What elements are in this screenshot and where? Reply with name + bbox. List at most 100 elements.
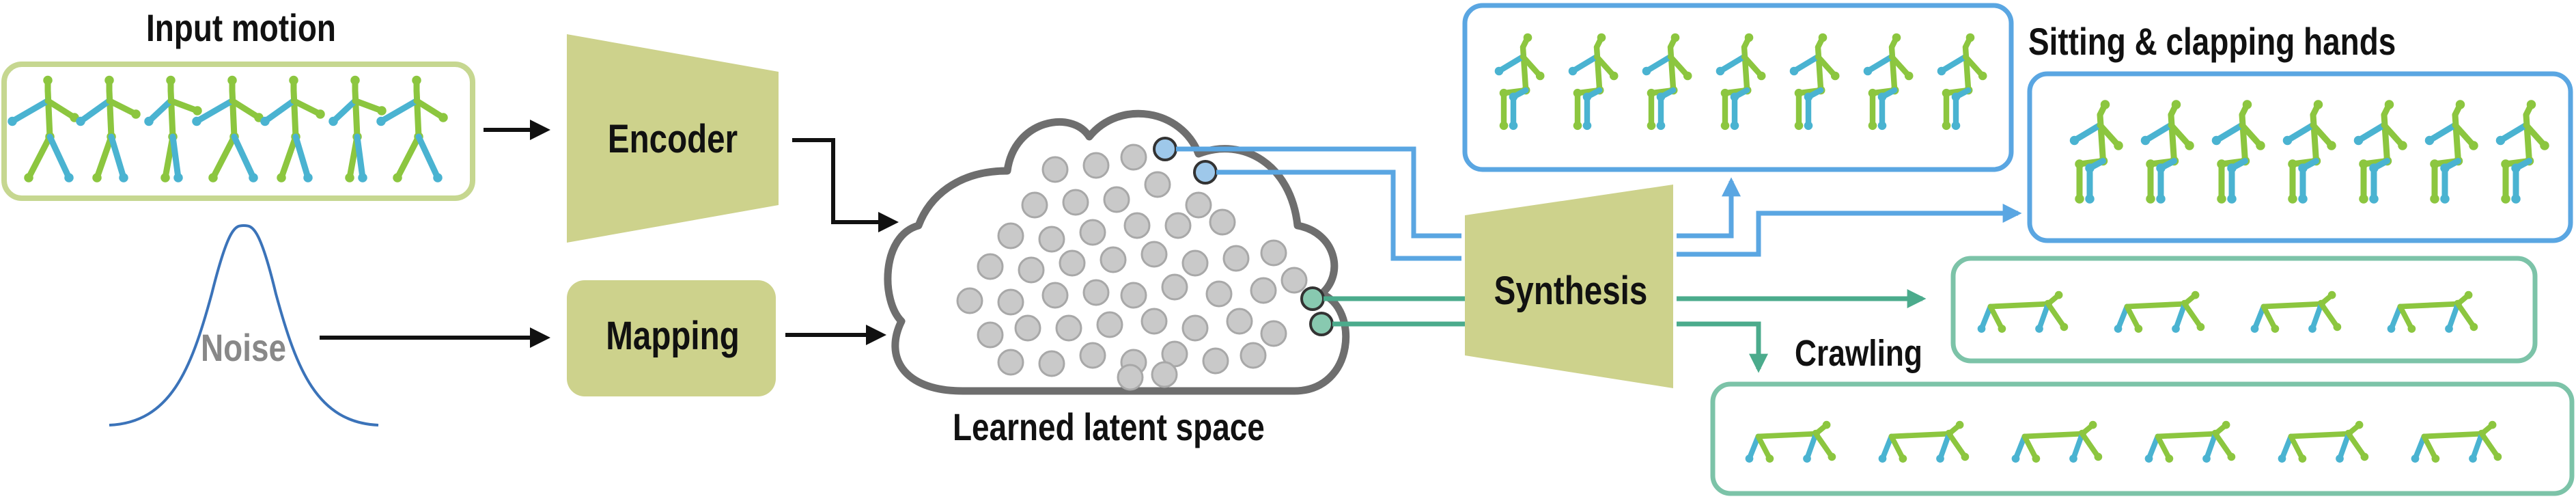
stick-figure-icon [76, 75, 141, 182]
latent-dot [1280, 267, 1308, 294]
latent-dot [1209, 208, 1236, 236]
crawling-frame-right [1950, 256, 2538, 364]
latent-dot [1161, 273, 1188, 301]
latent-dot [1140, 308, 1168, 335]
stick-figure-icon [2495, 100, 2549, 204]
latent-dot [1226, 308, 1253, 335]
latent-dot [1041, 282, 1069, 309]
sitting-frame-top [1462, 3, 2014, 172]
stick-figure-icon [2211, 100, 2265, 204]
latent-code-teal-1 [1300, 286, 1325, 311]
encoder-block [567, 34, 779, 243]
latent-dot [1117, 364, 1144, 391]
latent-dot [1038, 350, 1065, 377]
stick-figure-icon [2282, 100, 2336, 204]
latent-dot [1144, 171, 1171, 198]
bell-curve-icon [109, 224, 379, 426]
stick-figure-icon [2411, 420, 2502, 463]
latent-dot [1062, 189, 1089, 216]
latent-dot [956, 287, 983, 314]
stick-figure-icon [8, 75, 79, 182]
latent-dot [1103, 186, 1130, 213]
stick-figure-icon [1863, 33, 1914, 131]
latent-dot [1260, 320, 1287, 347]
stick-figure-icon [2353, 100, 2407, 204]
latent-dot [1038, 226, 1065, 253]
latent-dot [1260, 239, 1287, 267]
noise-label: Noise [201, 326, 287, 369]
latent-dot [1059, 249, 1086, 277]
latent-dot [1202, 347, 1229, 375]
synthesis-to-crawl-down-arrow [1677, 321, 1768, 373]
latent-dot [1140, 241, 1168, 268]
latent-dot [1181, 249, 1209, 277]
latent-dot [1014, 314, 1041, 342]
latent-space-label: Learned latent space [953, 405, 1265, 448]
stick-figure-icon [1716, 33, 1766, 131]
encoder-label: Encoder [607, 117, 738, 161]
latent-dot [1185, 191, 1212, 219]
latent-dot [1250, 277, 1277, 304]
latent-dot [1021, 191, 1048, 219]
latent-dot [997, 288, 1024, 316]
stick-figure-icon [2250, 290, 2342, 333]
latent-code-teal-2 [1309, 312, 1334, 336]
stick-figure-icon [1745, 420, 1836, 463]
latent-dot [977, 321, 1004, 349]
latent-dot [1079, 342, 1106, 369]
stick-figure-icon [1642, 33, 1692, 131]
stick-figure-icon [1977, 290, 2069, 333]
synthesis-block [1465, 185, 1673, 388]
latent-dot [1041, 156, 1069, 183]
stick-figure-icon [2278, 420, 2369, 463]
synthesis-to-sitting-top-arrow [1677, 177, 1741, 239]
latent-dot [1164, 212, 1192, 239]
stick-figure-icon [1494, 33, 1545, 131]
latent-dot [1205, 280, 1233, 308]
stick-figure-icon [2011, 420, 2103, 463]
latent-blue-route-2 [1216, 170, 1461, 261]
mapping-label: Mapping [606, 314, 740, 358]
latent-dot [1082, 152, 1110, 179]
output-motion-skeletons [1494, 33, 2549, 463]
encoder-to-latent-arrow [792, 138, 899, 232]
input-motion-label: Input motion [146, 6, 336, 49]
stick-figure-icon [2114, 290, 2205, 333]
stick-figure-icon [2144, 420, 2236, 463]
stick-figure-icon [2387, 290, 2478, 333]
stick-figure-icon [2069, 100, 2123, 204]
latent-dot [997, 349, 1024, 376]
latent-dot [1181, 314, 1209, 342]
sitting-clapping-label: Sitting & clapping hands [2028, 20, 2396, 63]
latent-dots [956, 144, 1308, 391]
stick-figure-icon [2424, 100, 2478, 204]
latent-dot [1096, 311, 1123, 338]
latent-dot [997, 222, 1024, 249]
latent-code-blue-2 [1193, 160, 1218, 185]
latent-dot [1018, 256, 1045, 284]
stick-figure-icon [376, 75, 448, 182]
stick-figure-icon [260, 75, 325, 182]
input-motion-frame [1, 62, 475, 201]
synthesis-to-sitting-right-arrow [1677, 204, 2022, 257]
stick-figure-icon [144, 75, 202, 182]
stick-figure-icon [1937, 33, 1987, 131]
stick-figure-icon [1789, 33, 1840, 131]
stick-figure-icon [328, 75, 387, 182]
stick-figure-icon [1878, 420, 1970, 463]
latent-dot [1120, 144, 1147, 171]
latent-dot [977, 253, 1004, 280]
sitting-frame-bottom [2027, 71, 2573, 243]
latent-dot [1240, 342, 1267, 369]
latent-dot [1120, 282, 1147, 309]
latent-dot [1079, 219, 1106, 246]
stick-figure-icon [1568, 33, 1619, 131]
latent-dot [1082, 279, 1110, 306]
latent-code-blue-1 [1153, 137, 1177, 161]
latent-blue-route-1 [1176, 146, 1461, 239]
mapping-block [567, 280, 776, 396]
crawling-label: Crawling [1795, 333, 1922, 374]
synthesis-label: Synthesis [1494, 269, 1648, 313]
